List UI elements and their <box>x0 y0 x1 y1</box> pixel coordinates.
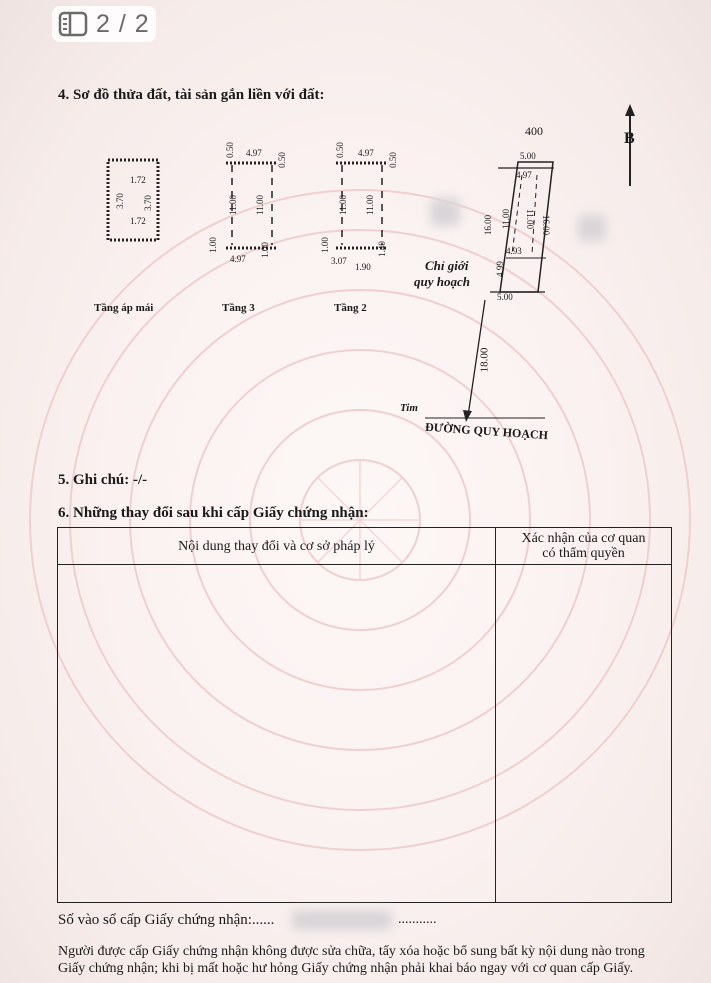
approval-column-header: Xác nhận của cơ quan có thẩm quyền <box>495 527 672 565</box>
plot-bottom-width: 5.00 <box>497 292 513 302</box>
changes-column-label: Nội dung thay đổi và cơ sở pháp lý <box>178 538 375 554</box>
floor3-dim-8: 1.00 <box>259 242 270 258</box>
page-thumbnails-icon[interactable] <box>58 11 88 37</box>
floor3-dim-5: 11.00 <box>254 195 265 215</box>
boundary-label-1: Chỉ giới <box>425 258 469 273</box>
plot-left-length: 16.00 <box>483 214 494 236</box>
redaction-blur-right <box>578 215 606 241</box>
north-label: B <box>624 130 635 147</box>
floor2-dim-2: 4.97 <box>358 148 374 158</box>
page-indicator[interactable]: 2 / 2 <box>52 6 156 42</box>
register-number-redaction <box>292 910 392 930</box>
roof-label: Tầng áp mái <box>94 302 154 314</box>
plot-inner-right: 11.00 <box>524 209 535 229</box>
floor2-dim-5: 11.00 <box>364 195 375 215</box>
footer-note-line-1: Người được cấp Giấy chứng nhận không đượ… <box>58 944 645 959</box>
floor3-label: Tầng 3 <box>222 302 255 314</box>
floor2-dim-7: 3.07 <box>331 256 347 266</box>
approval-column-label-2: có thẩm quyền <box>542 546 625 561</box>
road-distance: 18.00 <box>478 347 491 373</box>
page-indicator-label: 2 / 2 <box>96 9 150 38</box>
roof-dim-bottom: 1.72 <box>130 216 146 226</box>
parcel-number: 400 <box>525 124 543 138</box>
register-number-label: Số vào sổ cấp Giấy chứng nhận:...... <box>58 912 275 928</box>
center-label: Tim <box>400 402 418 414</box>
setback-left: 4.99 <box>494 261 505 277</box>
floor3-dim-2: 4.97 <box>246 148 262 158</box>
footer-note-line-2: Giấy chứng nhận; khi bị mất hoặc hư hỏng… <box>58 961 634 976</box>
floor2-dim-3: 0.50 <box>387 152 398 168</box>
changes-column-header: Nội dung thay đổi và cơ sở pháp lý <box>57 527 496 565</box>
floor2-dim-1: 0.50 <box>334 142 345 158</box>
redaction-blur-left <box>430 198 460 226</box>
floor3-dim-7: 4.97 <box>230 254 246 264</box>
plot-inner-top: 4.97 <box>516 170 532 180</box>
floor2-dim-6: 1.00 <box>319 237 330 253</box>
floor3-dim-4: 11.00 <box>227 195 238 215</box>
floor2-label: Tầng 2 <box>334 302 367 314</box>
floor2-dim-9: 1.40 <box>376 241 387 257</box>
boundary-label-2: quy hoạch <box>414 274 470 289</box>
register-number-dots: ........... <box>398 912 437 927</box>
roof-dim-left: 3.70 <box>114 193 125 209</box>
changes-content-cell <box>57 564 496 903</box>
section-4-title: 4. Sơ đồ thửa đất, tài sản gắn liền với … <box>58 87 325 103</box>
approval-content-cell <box>495 564 672 903</box>
setback-right: 4.93 <box>506 246 522 256</box>
section-6-title: 6. Những thay đổi sau khi cấp Giấy chứng… <box>58 505 369 521</box>
floor2-dim-8: 1.90 <box>355 262 371 272</box>
section-5-title: 5. Ghi chú: -/- <box>58 472 148 488</box>
plot-top-width: 5.00 <box>520 151 536 161</box>
plot-inner-left: 11.00 <box>500 209 511 229</box>
roof-dim-top: 1.72 <box>130 175 146 185</box>
floor3-dim-1: 0.50 <box>224 142 235 158</box>
floor3-dim-3: 0.50 <box>276 152 287 168</box>
changes-table: Nội dung thay đổi và cơ sở pháp lý Xác n… <box>57 527 672 903</box>
floor2-dim-4: 11.00 <box>337 195 348 215</box>
approval-column-label-1: Xác nhận của cơ quan <box>521 531 646 546</box>
plot-right-length: 16.00 <box>541 214 552 236</box>
floor3-dim-6: 1.00 <box>207 237 218 253</box>
roof-dim-right: 3.70 <box>142 195 153 211</box>
